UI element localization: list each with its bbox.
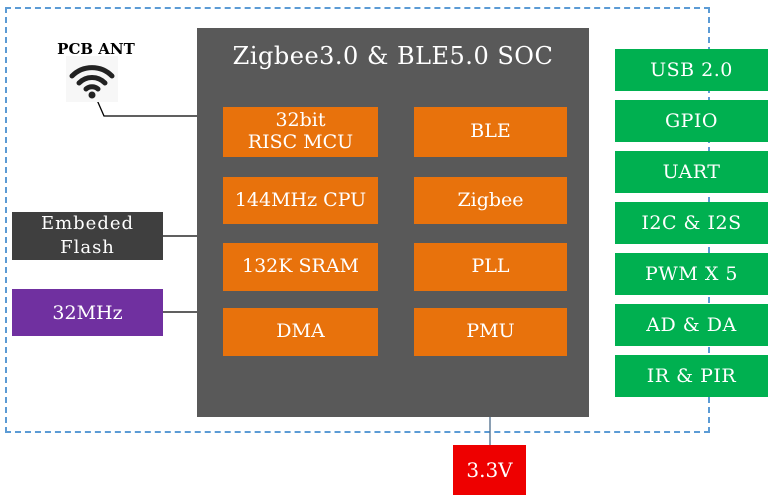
pll-block: PLL (414, 243, 567, 291)
interface-uart: UART (615, 151, 768, 193)
pmu-block: PMU (414, 308, 567, 356)
interface-usb: USB 2.0 (615, 49, 768, 91)
sram-block: 132K SRAM (223, 243, 378, 291)
embedded-flash-block: Embeded Flash (12, 212, 163, 260)
antenna-wire (96, 99, 197, 117)
mcu-block: 32bit RISC MCU (223, 107, 378, 157)
interface-gpio: GPIO (615, 100, 768, 142)
cpu-block: 144MHz CPU (223, 177, 378, 224)
interface-pwm: PWM X 5 (615, 253, 768, 295)
wifi-antenna-icon (66, 56, 118, 102)
oscillator-block: 32MHz (12, 289, 163, 336)
ble-block: BLE (414, 107, 567, 157)
soc-title: Zigbee3.0 & BLE5.0 SOC (232, 42, 554, 70)
interface-ad-da: AD & DA (615, 304, 768, 346)
dma-block: DMA (223, 308, 378, 356)
interface-ir-pir: IR & PIR (615, 355, 768, 397)
power-supply-block: 3.3V (453, 445, 526, 495)
interface-i2c-i2s: I2C & I2S (615, 202, 768, 244)
zigbee-block: Zigbee (414, 177, 567, 224)
antenna-label: PCB ANT (57, 40, 135, 58)
